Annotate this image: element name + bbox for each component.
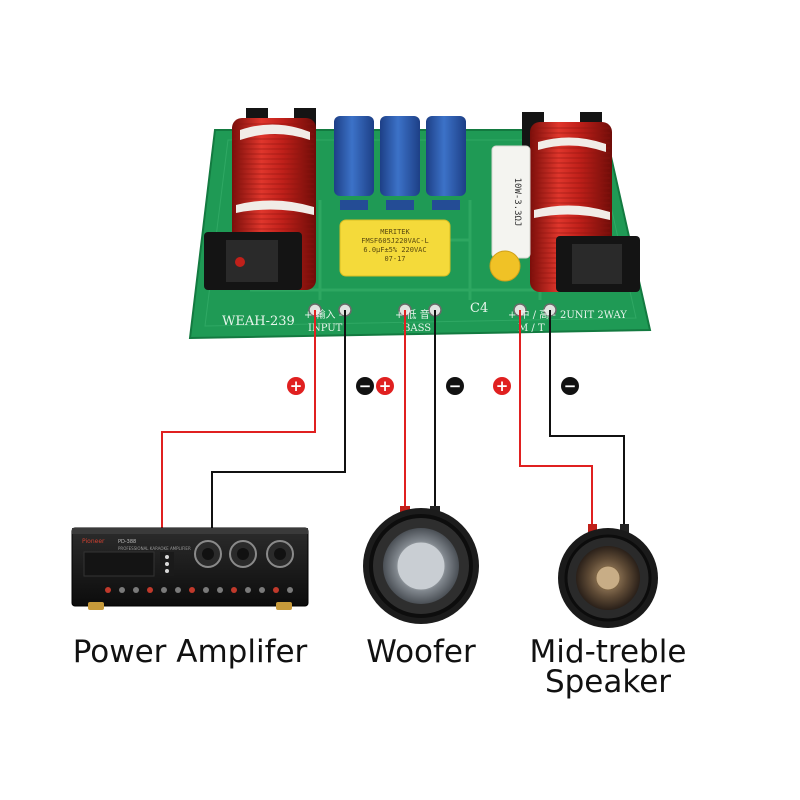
power-amplifier: Pioneer PD-388 PROFESSIONAL KARAOKE AMPL… xyxy=(72,528,308,610)
woofer-dust-cap xyxy=(397,542,445,590)
mt-terminal-label: + 中 / 高 - xyxy=(508,308,556,321)
amp-small-knob xyxy=(133,587,139,593)
amp-minus-wire xyxy=(212,310,345,528)
input-sub-label: INPUT xyxy=(308,323,343,334)
amp-brand: Pioneer xyxy=(82,538,105,545)
amp-display xyxy=(84,552,154,576)
c4-reference: C4 xyxy=(470,301,488,316)
knob-center xyxy=(274,548,286,560)
amp-small-knob xyxy=(217,587,223,593)
unit-label: 2UNIT 2WAY xyxy=(560,310,627,321)
yellow-cap-line-1: MERITEK xyxy=(380,228,410,236)
amp-small-knob xyxy=(203,587,209,593)
midtreble-label-line-2: Speaker xyxy=(520,666,696,698)
knob-center xyxy=(202,548,214,560)
midtreble-minus-wire xyxy=(550,310,624,532)
board-model-label: WEAH-239 xyxy=(222,314,295,329)
amp-small-knob xyxy=(287,587,293,593)
plus-sign: + xyxy=(290,377,303,395)
amp-led xyxy=(165,569,169,573)
crossover-board: 10W-3.3ΩJ MERITEK FMSF605J220VAC-L 6.0μF… xyxy=(190,108,650,338)
plus-sign: + xyxy=(496,377,509,395)
amp-small-knob xyxy=(175,587,181,593)
right-inductor-coil xyxy=(522,112,640,292)
bobbin-window xyxy=(572,244,622,284)
amp-subtitle: PROFESSIONAL KARAOKE AMPLIFIER xyxy=(118,546,191,551)
coil-lead xyxy=(235,257,245,267)
amp-small-knob xyxy=(273,587,279,593)
amp-led xyxy=(165,562,169,566)
capacitor-foot xyxy=(386,200,414,210)
yellow-film-capacitor: MERITEK FMSF605J220VAC-L 6.0μF±5% 220VAC… xyxy=(340,220,450,276)
yellow-cap-line-3: 6.0μF±5% 220VAC xyxy=(363,246,426,254)
minus-sign: − xyxy=(449,377,462,395)
cement-resistor: 10W-3.3ΩJ xyxy=(492,146,530,258)
midtreble-phase-plug xyxy=(596,566,620,590)
amp-small-knob xyxy=(259,587,265,593)
polarity-markers: + − + − + − xyxy=(287,377,579,395)
resistor-text: 10W-3.3ΩJ xyxy=(512,178,522,227)
blue-capacitor-2 xyxy=(380,116,420,196)
amp-small-knob xyxy=(119,587,125,593)
midtreble-speaker xyxy=(558,524,658,628)
amp-plus-wire xyxy=(162,310,315,528)
wires xyxy=(162,310,624,532)
blue-capacitor-3 xyxy=(426,116,466,196)
minus-sign: − xyxy=(564,377,577,395)
yellow-cap-line-4: 07-17 xyxy=(384,255,405,263)
woofer-speaker xyxy=(363,506,479,624)
blue-capacitors xyxy=(334,116,466,210)
midtreble-plus-wire xyxy=(520,310,592,532)
amp-small-knob xyxy=(105,587,111,593)
amp-small-knob xyxy=(231,587,237,593)
amp-small-knob xyxy=(245,587,251,593)
plus-sign: + xyxy=(379,377,392,395)
bass-terminal-label: + 低 音 - xyxy=(395,308,436,321)
woofer-label: Woofer xyxy=(350,636,492,668)
capacitor-foot xyxy=(432,200,460,210)
capacitor-foot xyxy=(340,200,368,210)
amp-small-knob xyxy=(189,587,195,593)
blue-capacitor-1 xyxy=(334,116,374,196)
bobbin-window xyxy=(226,240,278,282)
amp-top-edge xyxy=(72,528,308,534)
amp-led xyxy=(165,555,169,559)
mt-sub-label: M / T xyxy=(518,323,545,334)
amp-small-knob xyxy=(161,587,167,593)
amp-small-knob xyxy=(147,587,153,593)
minus-sign: − xyxy=(359,377,372,395)
input-terminal-label: + 輸入 - xyxy=(304,308,342,321)
knob-center xyxy=(237,548,249,560)
amp-foot xyxy=(276,602,292,610)
yellow-cap-line-2: FMSF605J220VAC-L xyxy=(361,237,428,245)
resistor-body xyxy=(492,146,530,258)
bass-sub-label: BASS xyxy=(403,323,431,334)
amp-model: PD-388 xyxy=(118,539,136,545)
ptc-disc xyxy=(490,251,520,281)
amp-foot xyxy=(88,602,104,610)
power-amplifier-label: Power Amplifer xyxy=(70,636,310,668)
